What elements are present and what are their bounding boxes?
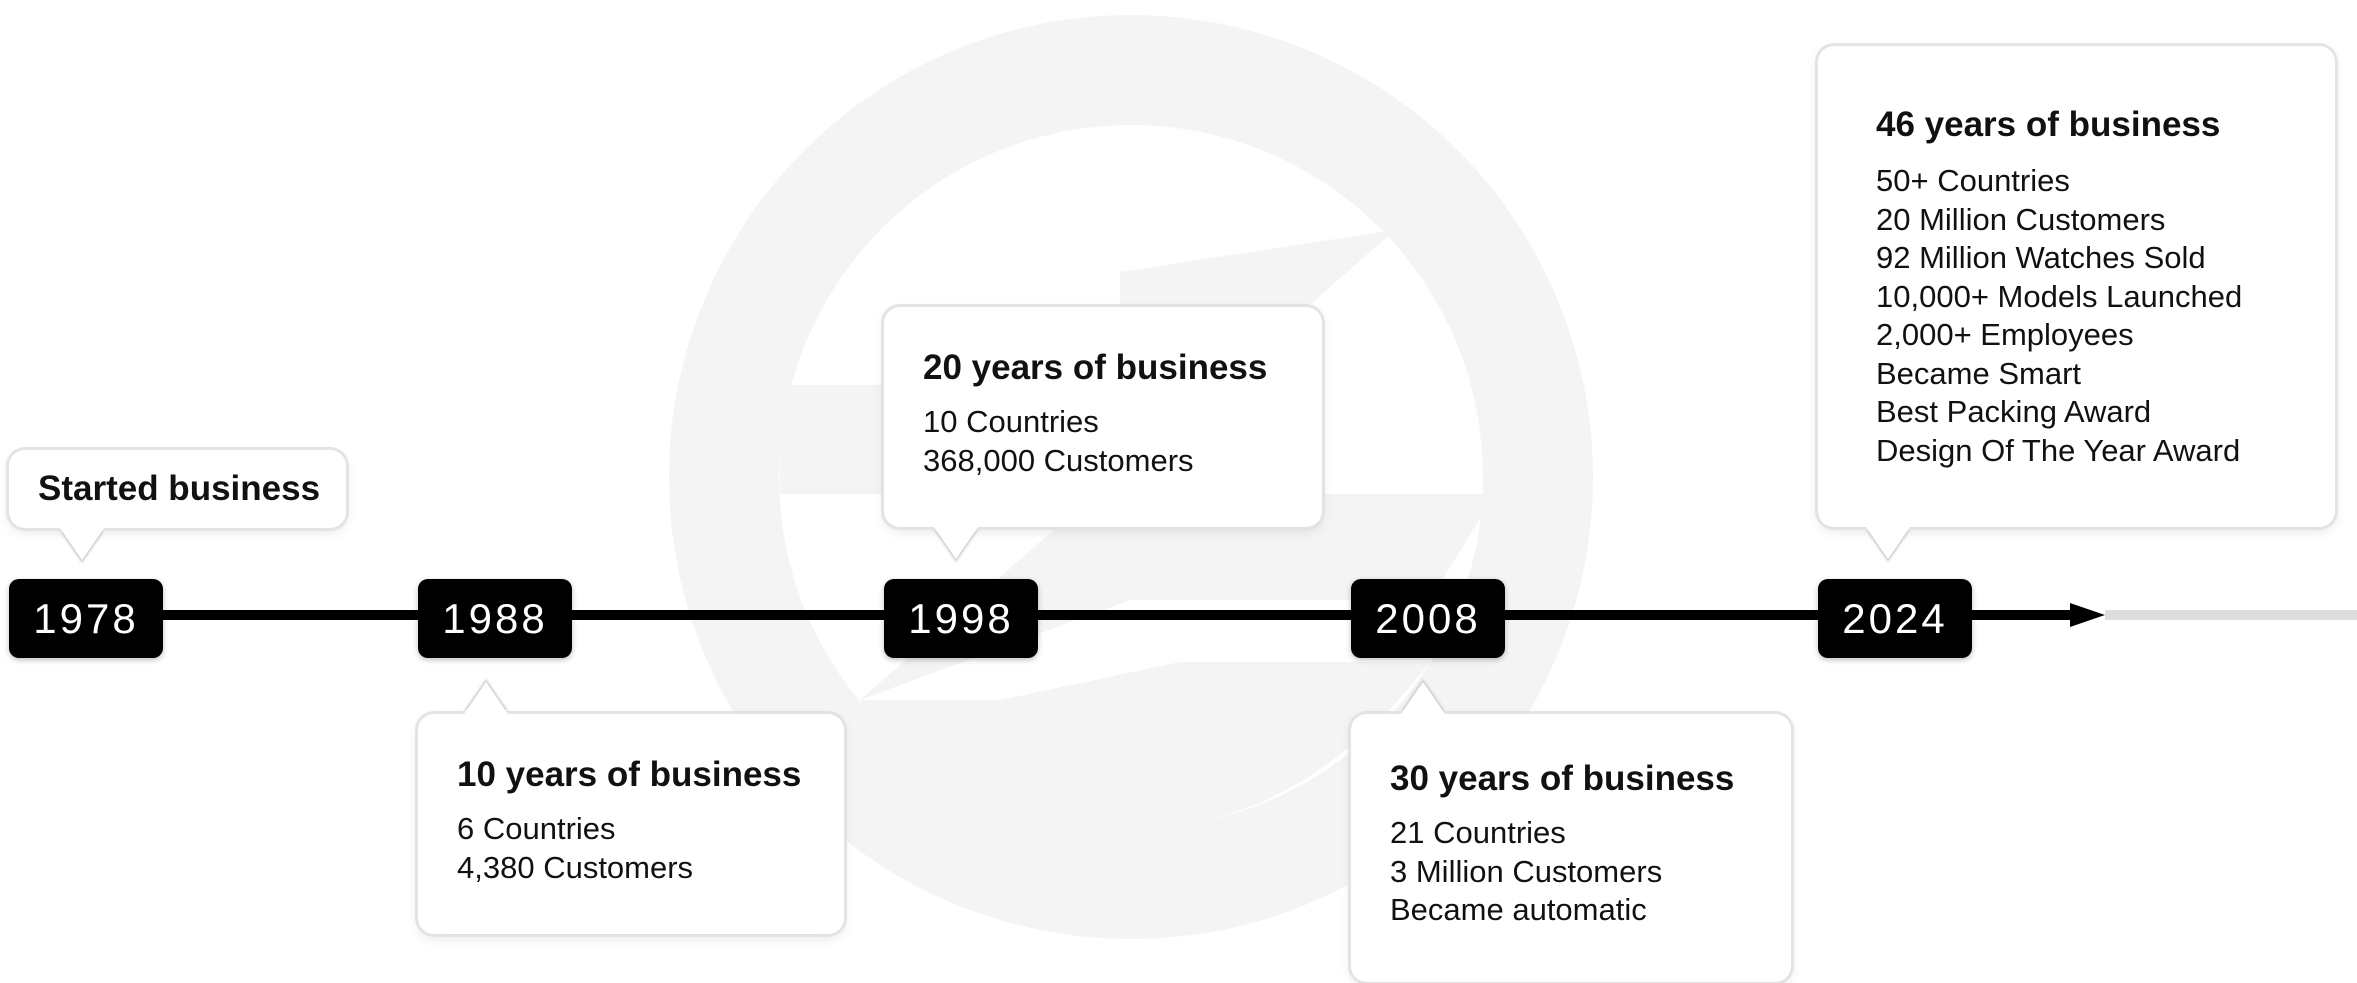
- milestone-title: 30 years of business: [1390, 759, 1735, 798]
- year-badge-2008: 2008: [1351, 579, 1505, 658]
- milestone-title: 46 years of business: [1876, 105, 2221, 144]
- year-badge-2024: 2024: [1818, 579, 1972, 658]
- detail-line: 92 Million Watches Sold: [1876, 240, 2206, 275]
- detail-line: 10,000+ Models Launched: [1876, 278, 2243, 314]
- detail-line: 368,000 Customers: [923, 442, 1194, 478]
- year-badge-1978: 1978: [9, 579, 163, 658]
- detail-line: Design Of The Year Award: [1876, 432, 2241, 468]
- detail-line: Best Packing Award: [1876, 394, 2152, 429]
- milestone-title: Started business: [38, 469, 321, 508]
- detail-line: 3 Million Customers: [1390, 853, 1663, 889]
- detail-line: 6 Countries: [457, 811, 616, 846]
- callout-pointer: [464, 682, 508, 714]
- year-badge-1988: 1988: [418, 579, 572, 658]
- detail-line: 50+ Countries: [1876, 163, 2070, 198]
- milestone-details: 6 Countries 4,380 Customers: [457, 810, 844, 887]
- year-badge-1998: 1998: [884, 579, 1038, 658]
- timeline-arrowhead-icon: [2070, 603, 2105, 627]
- milestone-details: 10 Countries 368,000 Customers: [923, 403, 1322, 480]
- milestone-details: 21 Countries 3 Million Customers Became …: [1390, 814, 1791, 930]
- callout-pointer: [1866, 527, 1910, 559]
- detail-line: 4,380 Customers: [457, 849, 694, 885]
- callout-pointer: [60, 528, 104, 560]
- detail-line: 2,000+ Employees: [1876, 317, 2134, 352]
- milestone-callout-2024: 46 years of business 50+ Countries 20 Mi…: [1818, 46, 2335, 559]
- detail-line: 10 Countries: [923, 404, 1099, 439]
- detail-line: 20 Million Customers: [1876, 201, 2166, 237]
- milestone-callout-1988: 10 years of business 6 Countries 4,380 C…: [418, 682, 844, 934]
- milestone-callout-1998: 20 years of business 10 Countries 368,00…: [884, 307, 1322, 559]
- milestone-callout-1978: Started business: [9, 450, 346, 560]
- milestone-details: 50+ Countries 20 Million Customers 92 Mi…: [1876, 162, 2335, 470]
- callout-pointer: [934, 527, 978, 559]
- milestone-title: 20 years of business: [923, 348, 1268, 387]
- detail-line: Became automatic: [1390, 892, 1647, 927]
- milestone-callout-2008: 30 years of business 21 Countries 3 Mill…: [1351, 682, 1791, 982]
- milestone-title: 10 years of business: [457, 755, 802, 794]
- detail-line: Became Smart: [1876, 355, 2082, 391]
- detail-line: 21 Countries: [1390, 815, 1566, 850]
- callout-pointer: [1401, 682, 1445, 714]
